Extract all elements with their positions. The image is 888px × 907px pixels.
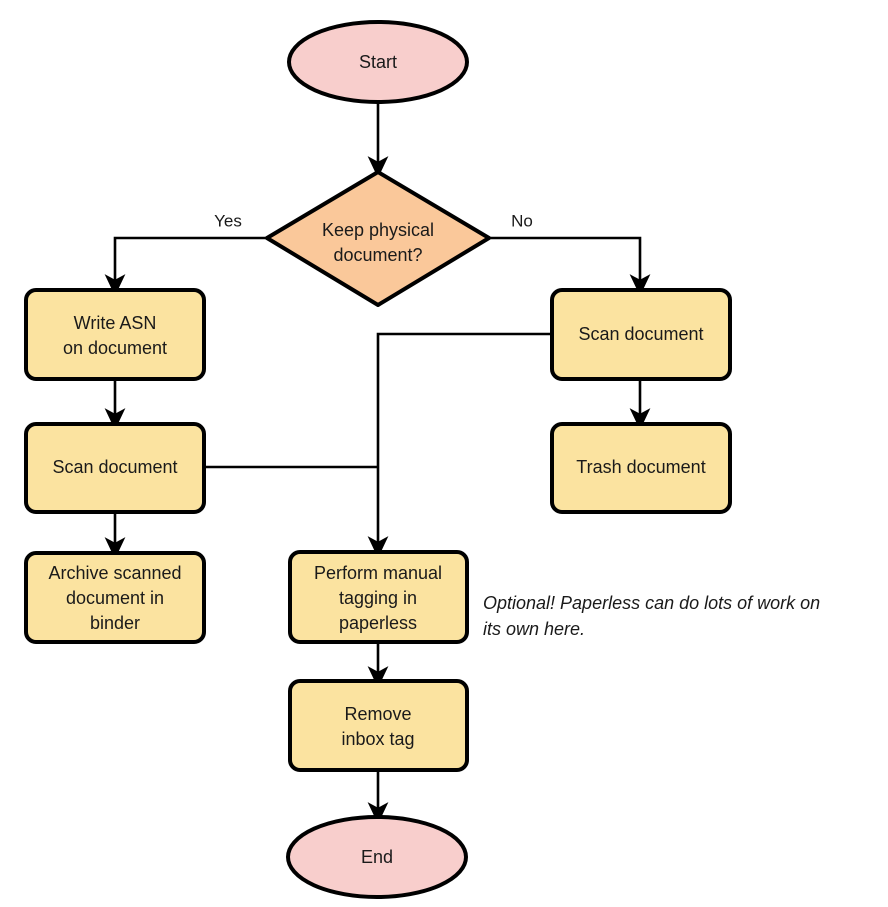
remove-inbox-label-line2: inbox tag <box>341 729 414 749</box>
node-end[interactable]: End <box>286 815 468 899</box>
node-perform-manual-tagging[interactable]: Perform manual tagging in paperless <box>288 550 469 644</box>
end-ellipse-shape <box>286 815 468 899</box>
start-ellipse-shape <box>287 20 469 104</box>
optional-note-line2: its own here. <box>483 619 585 639</box>
edge-scan-right-to-tagging <box>367 332 552 559</box>
scan-document-left-label: Scan document <box>52 457 177 477</box>
node-archive-scanned-document[interactable]: Archive scanned document in binder <box>24 551 206 644</box>
archive-label-line1: Archive scanned <box>48 563 181 583</box>
node-remove-inbox-tag[interactable]: Remove inbox tag <box>288 679 469 772</box>
remove-inbox-label-line1: Remove <box>344 704 411 724</box>
edge-decision-no-to-scan-right <box>489 236 651 297</box>
write-asn-label-line1: Write ASN <box>74 313 157 333</box>
scan-document-left-box-shape <box>24 422 206 514</box>
node-write-asn-on-document[interactable]: Write ASN on document <box>24 288 206 381</box>
node-scan-document-left[interactable]: Scan document <box>24 422 206 514</box>
scan-document-right-label: Scan document <box>578 324 703 344</box>
archive-box-shape <box>24 551 206 644</box>
edge-label-yes: Yes <box>214 211 242 230</box>
edge-label-no: No <box>511 211 533 230</box>
tagging-label-line2: tagging in <box>339 588 417 608</box>
decision-diamond-shape <box>265 170 491 307</box>
tagging-label-line3: paperless <box>339 613 417 633</box>
archive-label-line2: document in <box>66 588 164 608</box>
node-trash-document[interactable]: Trash document <box>550 422 732 514</box>
tagging-label-line1: Perform manual <box>314 563 442 583</box>
write-asn-label-line2: on document <box>63 338 167 358</box>
trash-document-label: Trash document <box>576 457 705 477</box>
write-asn-box-shape <box>24 288 206 381</box>
edge-decision-yes-to-write-asn <box>104 236 267 297</box>
tagging-box-shape <box>288 550 469 644</box>
remove-inbox-box-shape <box>288 679 469 772</box>
archive-label-line3: binder <box>90 613 140 633</box>
decision-label-line1: Keep physical <box>322 220 434 240</box>
optional-note-line1: Optional! Paperless can do lots of work … <box>483 593 820 613</box>
end-label: End <box>361 847 393 867</box>
scan-document-right-box-shape <box>550 288 732 381</box>
node-decision-keep-physical-document[interactable]: Keep physical document? <box>265 170 491 307</box>
trash-document-box-shape <box>550 422 732 514</box>
node-scan-document-right[interactable]: Scan document <box>550 288 732 381</box>
decision-label-line2: document? <box>333 245 422 265</box>
start-label: Start <box>359 52 397 72</box>
annotation-optional-note: Optional! Paperless can do lots of work … <box>483 593 820 639</box>
node-start[interactable]: Start <box>287 20 469 104</box>
